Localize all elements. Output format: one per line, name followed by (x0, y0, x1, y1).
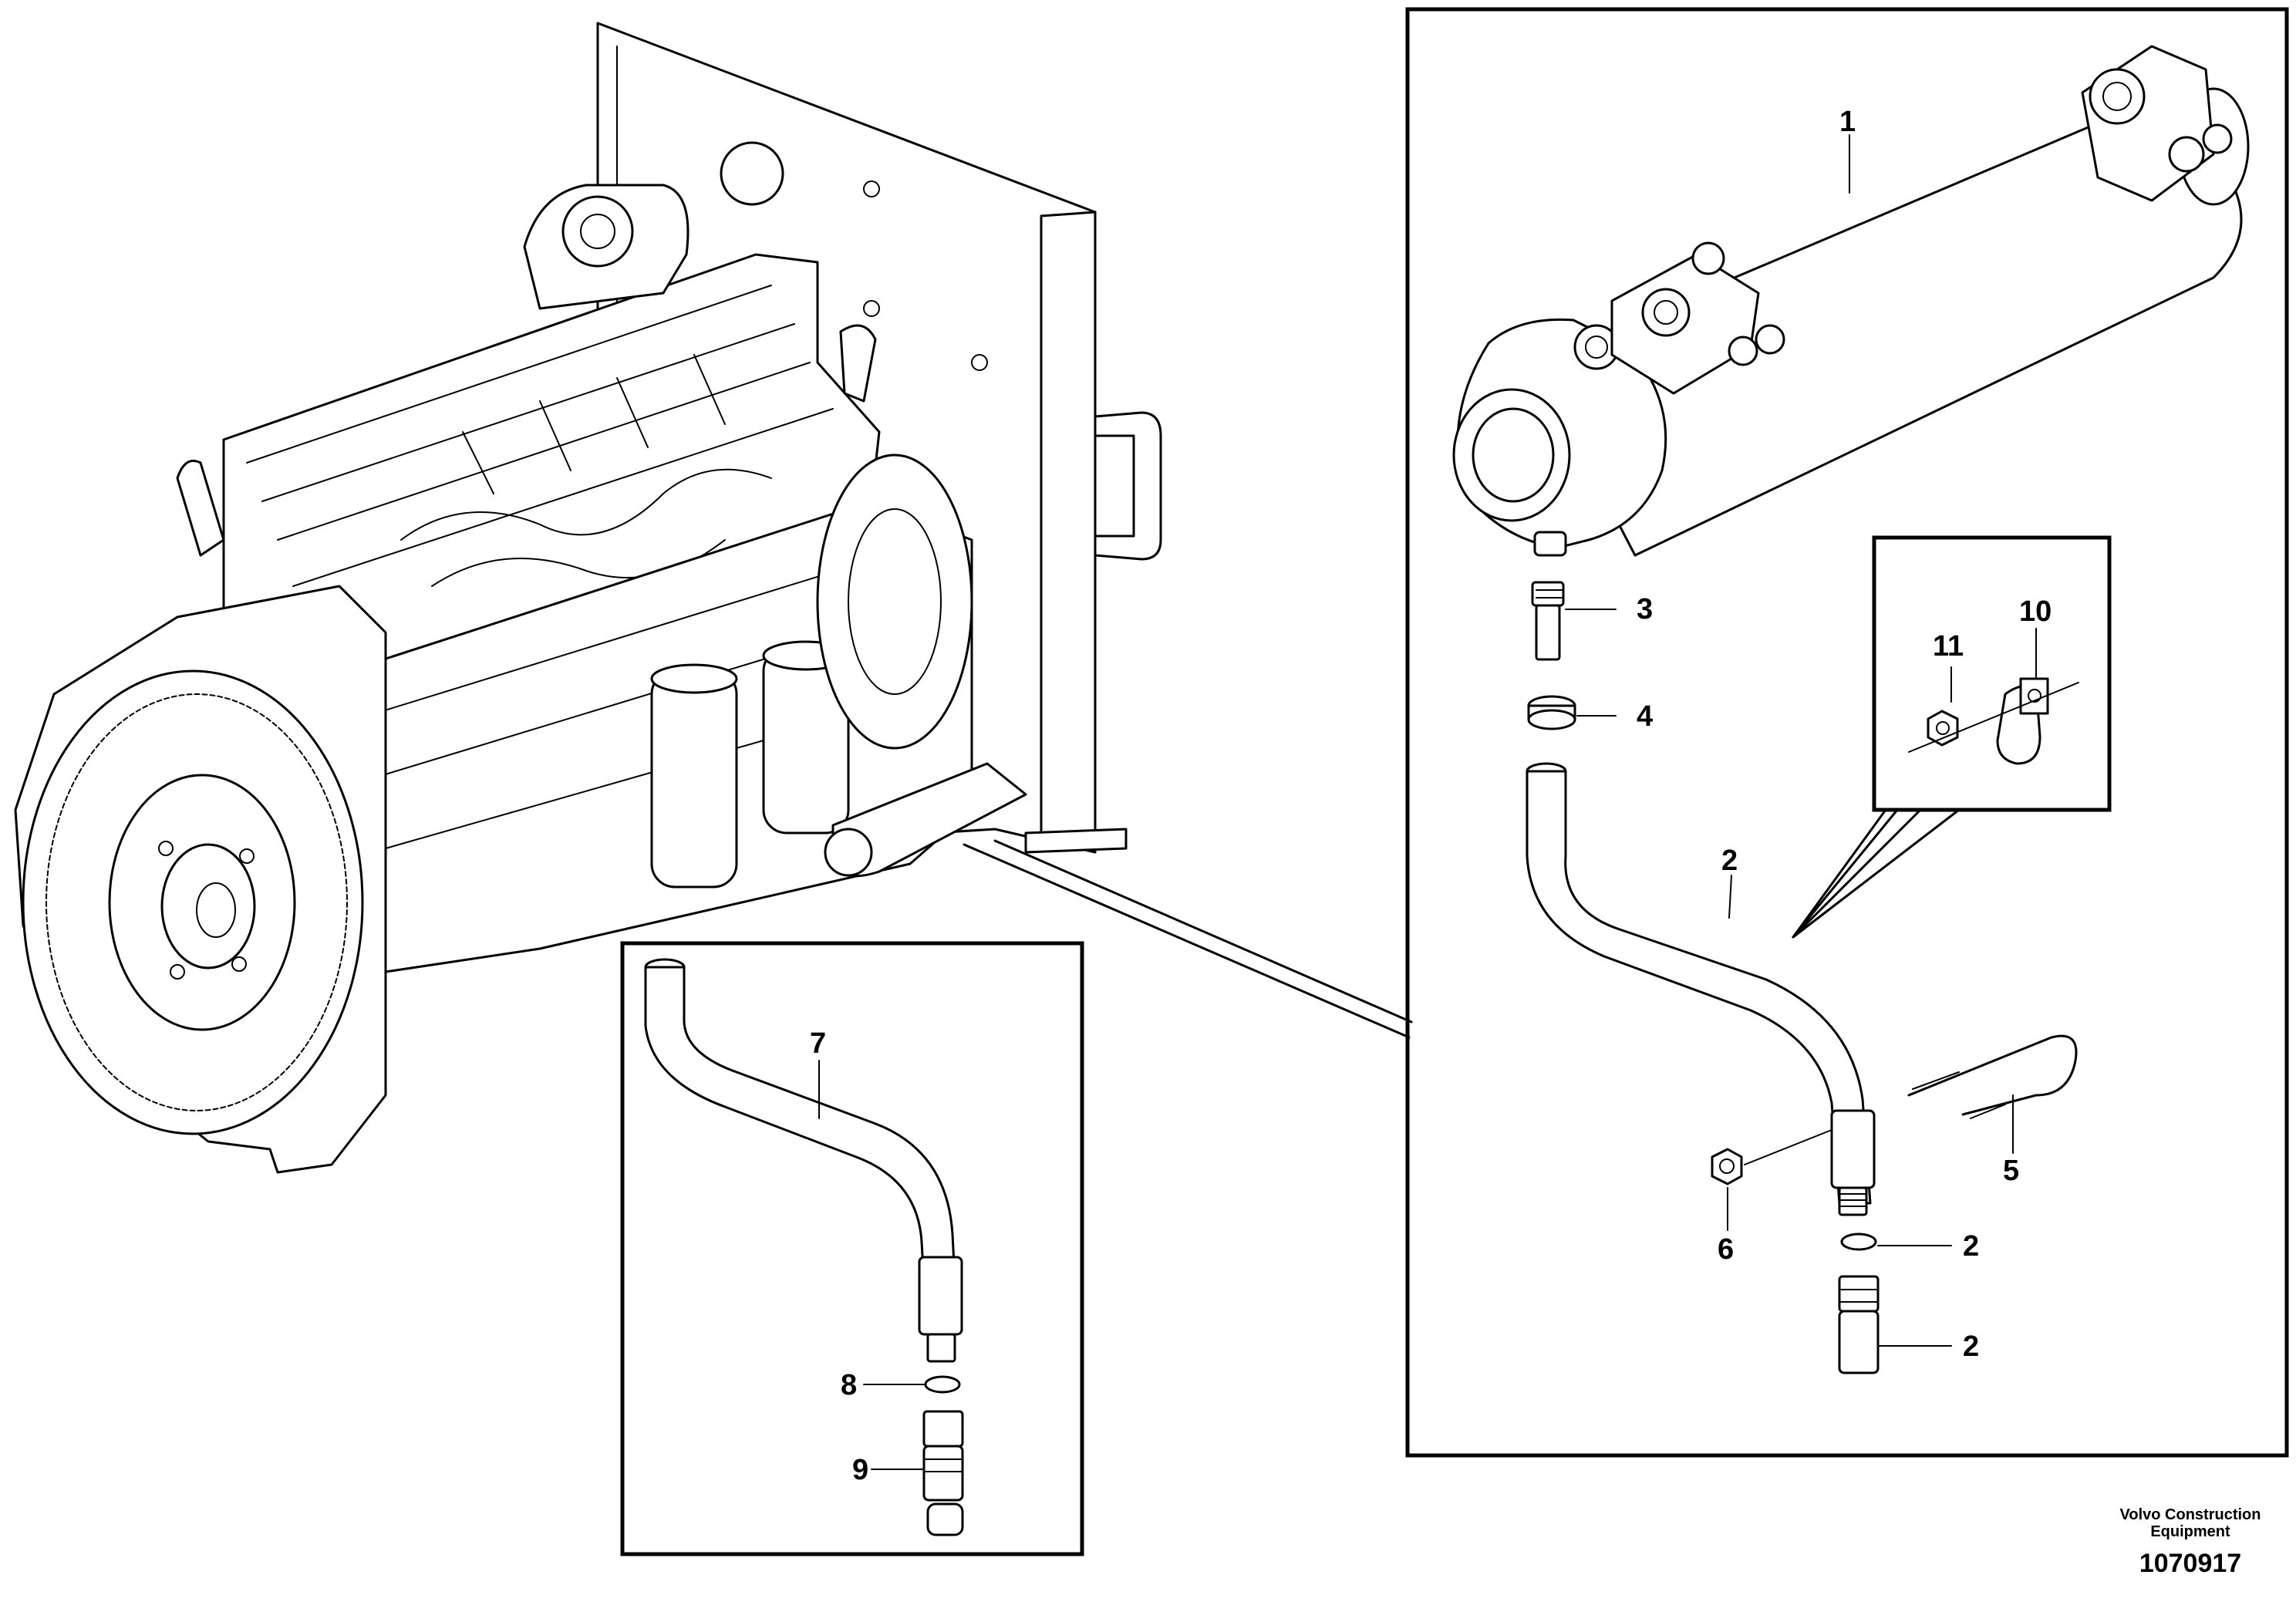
brand-line-2: Equipment (2150, 1523, 2230, 1540)
callout-1: 1 (1839, 106, 1856, 138)
nut (1711, 1148, 1743, 1185)
callout-2: 2 (1721, 845, 1738, 877)
nipple-part (1531, 581, 1565, 661)
u-bolt (1907, 1034, 2078, 1116)
callout-10: 10 (2019, 595, 2052, 628)
clip-inset-frame (1872, 535, 2112, 812)
leader-zoom (963, 843, 1411, 1039)
alt-adapter (922, 1410, 964, 1536)
callout-9: 9 (852, 1454, 868, 1486)
callout-2: 2 (1963, 1230, 1979, 1263)
engine-assembly (14, 22, 1162, 1174)
brand-label: Volvo Construction Equipment (2098, 1506, 2283, 1540)
callout-3: 3 (1637, 593, 1653, 626)
callout-7: 7 (810, 1027, 826, 1060)
clamp-clip (1996, 677, 2049, 765)
callout-6: 6 (1718, 1233, 1734, 1266)
alt-o-ring (924, 1375, 961, 1394)
hose-clamp (1527, 695, 1576, 730)
callout-4: 4 (1637, 700, 1653, 733)
callout-11: 11 (1933, 630, 1964, 663)
detail-frame (1405, 7, 2289, 1458)
alt-hose-frame (620, 941, 1084, 1556)
alt-hose-assembly (644, 958, 963, 1363)
lock-nut (1927, 710, 1959, 747)
inset-pointer (1792, 808, 1961, 939)
callout-5: 5 (2003, 1155, 2019, 1187)
callout-2: 2 (1963, 1330, 1979, 1363)
hose-assembly (1526, 762, 1876, 1216)
leader-nut-axis (1744, 1129, 1832, 1165)
leader-zoom (993, 839, 1413, 1023)
adapter (1838, 1275, 1880, 1374)
o-ring (1840, 1233, 1877, 1251)
brand-line-1: Volvo Construction (2119, 1506, 2261, 1523)
oil-cooler (1452, 45, 2250, 557)
callout-8: 8 (841, 1369, 857, 1401)
drawing-number: 1070917 (2139, 1549, 2242, 1578)
